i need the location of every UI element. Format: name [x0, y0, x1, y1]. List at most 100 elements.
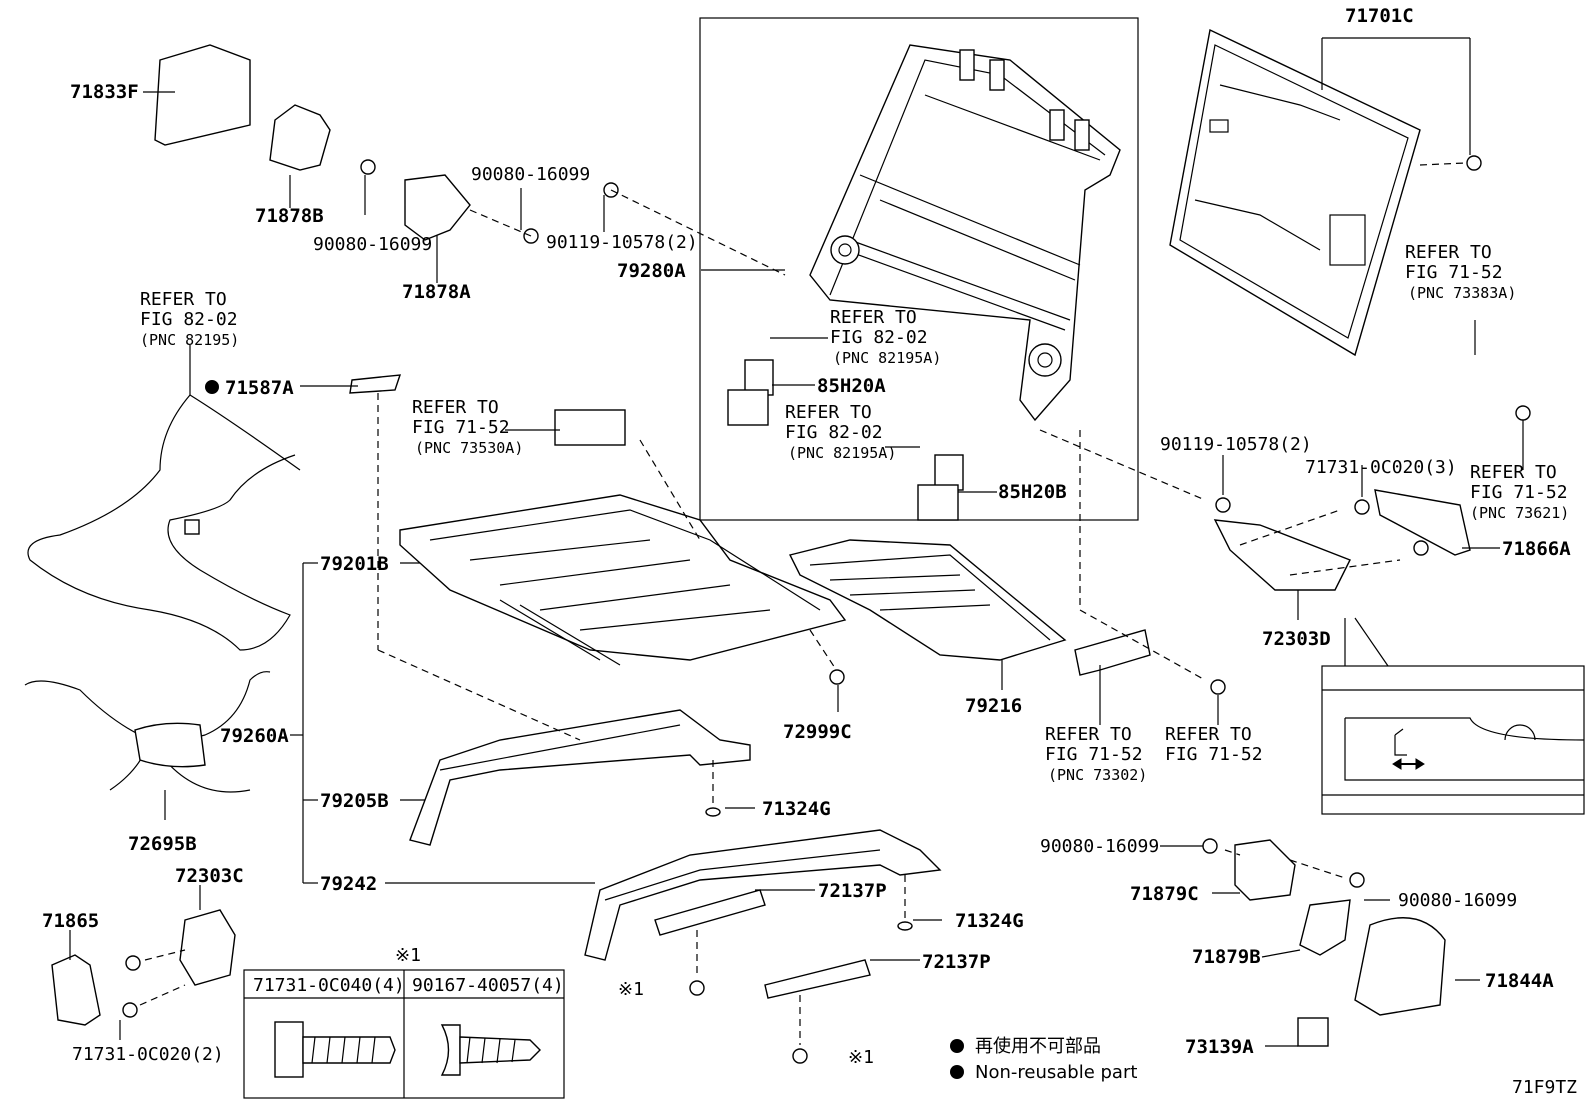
- label-79216[interactable]: 79216: [965, 695, 1022, 717]
- leader-lines: [69, 37, 1524, 1047]
- switch-72303D: [1213, 519, 1351, 591]
- ref-73302[interactable]: REFER TO FIG 71-52 (PNC 73302): [1045, 724, 1147, 784]
- note-table-mark: ※1: [395, 945, 421, 966]
- legend-bullet-jp: [950, 1039, 964, 1053]
- label-71878A[interactable]: 71878A: [402, 281, 471, 303]
- label-71324G-a[interactable]: 71324G: [762, 798, 831, 820]
- label-71587A[interactable]: 71587A: [225, 377, 294, 399]
- ref3-line1: REFER TO: [785, 402, 872, 423]
- strip-72137P-a: [654, 889, 766, 936]
- ref-82195A-b[interactable]: REFER TO FIG 82-02 (PNC 82195A): [785, 402, 896, 462]
- label-79201B[interactable]: 79201B: [320, 553, 389, 575]
- ref1-line1: REFER TO: [140, 289, 227, 310]
- label-71324G-b[interactable]: 71324G: [955, 910, 1024, 932]
- legend-jp-text: 再使用不可部品: [975, 1036, 1101, 1057]
- ref-73383A[interactable]: REFER TO FIG 71-52 (PNC 73383A): [1405, 242, 1516, 302]
- label-71587A: [349, 374, 402, 394]
- ref6-line1: REFER TO: [1470, 462, 1557, 483]
- ref8-line2: FIG 71-52: [1165, 744, 1263, 765]
- label-85H20A[interactable]: 85H20A: [817, 375, 886, 397]
- label-71879C[interactable]: 71879C: [1130, 883, 1199, 905]
- ref-73530A[interactable]: REFER TO FIG 71-52 (PNC 73530A): [412, 397, 523, 457]
- label-71833F[interactable]: 71833F: [70, 81, 139, 103]
- screw-head-drawing: [440, 1024, 461, 1076]
- seat-pan: [788, 539, 1067, 661]
- seat-slide-lower: [584, 829, 942, 961]
- strip-72137P-b: [764, 959, 871, 999]
- label-85H20B[interactable]: 85H20B: [998, 481, 1067, 503]
- ref-73621[interactable]: REFER TO FIG 71-52 (PNC 73621): [1470, 462, 1569, 522]
- ref7-line1: REFER TO: [1045, 724, 1132, 745]
- label-90080-c[interactable]: 90080-16099: [1040, 836, 1159, 857]
- label-71701C[interactable]: 71701C: [1345, 5, 1414, 27]
- ref5-line1: REFER TO: [1405, 242, 1492, 263]
- cover-71879C: [1234, 839, 1296, 901]
- label-72303D[interactable]: 72303D: [1262, 628, 1331, 650]
- ref-fig-71-52[interactable]: REFER TO FIG 71-52: [1165, 724, 1263, 765]
- note-col1-part[interactable]: 71731-0C040(4): [253, 975, 405, 996]
- ref5-pnc: (PNC 73383A): [1408, 284, 1516, 302]
- fasteners: [122, 155, 1531, 1064]
- cover-71878A: [404, 174, 471, 241]
- label-90119-b[interactable]: 90119-10578(2): [1160, 434, 1312, 455]
- ref1-pnc: (PNC 82195): [140, 331, 239, 349]
- label-71844A[interactable]: 71844A: [1485, 970, 1554, 992]
- label-72695B[interactable]: 72695B: [128, 833, 197, 855]
- label-90119-a[interactable]: 90119-10578(2): [546, 232, 698, 253]
- ref7-pnc: (PNC 73302): [1048, 766, 1147, 784]
- label-90080-b[interactable]: 90080-16099: [471, 164, 590, 185]
- label-71879B[interactable]: 71879B: [1192, 946, 1261, 968]
- motor-85H20A: [727, 359, 774, 426]
- ref-82195A-a[interactable]: REFER TO FIG 82-02 (PNC 82195A): [830, 307, 941, 367]
- label-71731-3[interactable]: 71731-0C020(3): [1305, 457, 1457, 478]
- label-90080-a[interactable]: 90080-16099: [313, 234, 432, 255]
- label-72137P-a[interactable]: 72137P: [818, 880, 887, 902]
- label-72137P-b[interactable]: 72137P: [922, 951, 991, 973]
- label-90080-d[interactable]: 90080-16099: [1398, 890, 1517, 911]
- seat-belt-buckle: [1074, 629, 1151, 676]
- legend-bullet-en: [950, 1065, 964, 1079]
- label-79205B[interactable]: 79205B: [320, 790, 389, 812]
- module-73530A: [554, 409, 626, 446]
- label-71866A[interactable]: 71866A: [1502, 538, 1571, 560]
- cover-71878B: [269, 104, 331, 171]
- label-79280A[interactable]: 79280A: [617, 260, 686, 282]
- ref6-pnc: (PNC 73621): [1470, 504, 1569, 522]
- label-71731-2[interactable]: 71731-0C020(2): [72, 1044, 224, 1065]
- label-72303C[interactable]: 72303C: [175, 865, 244, 887]
- cover-71865: [51, 954, 101, 1026]
- cover-71879B: [1299, 899, 1351, 956]
- cover-71866A: [1374, 489, 1471, 556]
- ref3-pnc: (PNC 82195A): [788, 444, 896, 462]
- seat-slide-upper: [409, 709, 751, 846]
- ref2-line1: REFER TO: [830, 307, 917, 328]
- wire-harness-recliner: [24, 671, 271, 793]
- label-79242[interactable]: 79242: [320, 873, 377, 895]
- non-reusable-bullet: [205, 380, 219, 394]
- label-71865[interactable]: 71865: [42, 910, 99, 932]
- ref-82195[interactable]: REFER TO FIG 82-02 (PNC 82195): [140, 289, 239, 349]
- note-col2-part[interactable]: 90167-40057(4): [412, 975, 564, 996]
- assembly-dashed-lines: [139, 162, 1466, 1045]
- cover-71844A: [1354, 917, 1446, 1016]
- clip-73139A: [1297, 1017, 1329, 1047]
- ref3-line2: FIG 82-02: [785, 422, 883, 443]
- label-73139A[interactable]: 73139A: [1185, 1036, 1254, 1058]
- label-72999C[interactable]: 72999C: [783, 721, 852, 743]
- legend-en-text: Non-reusable part: [975, 1062, 1137, 1083]
- bolt-head-drawing: [274, 1021, 304, 1078]
- ref4-line1: REFER TO: [412, 397, 499, 418]
- ref2-pnc: (PNC 82195A): [833, 349, 941, 367]
- wire-harness-main: [27, 394, 301, 651]
- seat-back-frame: [809, 44, 1121, 422]
- ref2-line2: FIG 82-02: [830, 327, 928, 348]
- label-71878B[interactable]: 71878B: [255, 205, 324, 227]
- label-79260A[interactable]: 79260A: [220, 725, 289, 747]
- fastener-note-table: [243, 969, 565, 1099]
- seat-cushion-frame: [399, 494, 847, 666]
- ref7-line2: FIG 71-52: [1045, 744, 1143, 765]
- diagram-code: 71F9TZ: [1512, 1077, 1577, 1098]
- ref6-line2: FIG 71-52: [1470, 482, 1568, 503]
